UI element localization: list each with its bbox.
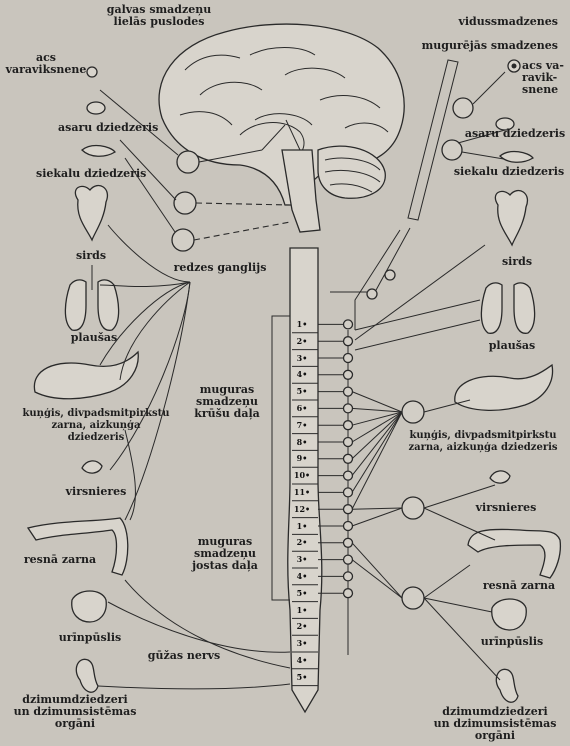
chain-ganglion (344, 454, 353, 463)
label-iris-right: acs va-ravik-snene (522, 60, 568, 96)
label-adrenal-left: virsnieres (56, 486, 136, 498)
chain-ganglion (344, 370, 353, 379)
label-heart-right: sirds (492, 256, 542, 268)
label-colon-right: resnā zarna (474, 580, 564, 592)
vertebra-number: 5• (293, 588, 311, 598)
vertebra-number: 7• (293, 420, 311, 430)
chain-connections (318, 324, 402, 598)
vertebra-number: 9• (293, 453, 311, 463)
vertebra-number: 11• (293, 487, 311, 497)
label-medulla: mugurējās smadzenes (410, 40, 558, 52)
vertebra-number: 10• (293, 470, 311, 480)
label-salivary-left: siekalu dziedzeris (36, 168, 146, 180)
label-bladder-right: urīnpūslis (474, 636, 550, 648)
label-ganglia: redzes ganglijs (160, 262, 280, 274)
splanchnic-line (352, 543, 402, 598)
chain-ganglion (344, 471, 353, 480)
vertebra-number: 1• (293, 319, 311, 329)
label-midbrain: vidussmadzenes (440, 16, 558, 28)
chain-ganglion (344, 337, 353, 346)
sympathetic-chain (344, 320, 353, 655)
label-salivary-right: siekalu dziedzeris (450, 166, 568, 178)
chain-ganglion (344, 438, 353, 447)
chain-ganglion (344, 572, 353, 581)
chain-ganglion (344, 320, 353, 329)
chain-ganglion (344, 555, 353, 564)
vertebra-number: 2• (293, 537, 311, 547)
chain-ganglion (344, 354, 353, 363)
label-colon-left: resnā zarna (20, 554, 100, 566)
vertebra-number: 8• (293, 437, 311, 447)
chain-ganglion (344, 488, 353, 497)
vertebra-number: 5• (293, 386, 311, 396)
chain-ganglion (344, 404, 353, 413)
vertebra-number: 4• (293, 571, 311, 581)
vertebra-number: 3• (293, 353, 311, 363)
vertebra-number: 1• (293, 605, 311, 615)
right-organs (455, 60, 561, 702)
splanchnic-line (352, 560, 402, 598)
label-lungs-right: plaušas (482, 340, 542, 352)
label-bladder-left: urīnpūslis (52, 632, 128, 644)
chain-ganglion (344, 522, 353, 531)
label-heart-left: sirds (66, 250, 116, 262)
vertebra-number: 3• (293, 554, 311, 564)
chain-ganglion (344, 421, 353, 430)
left-fibres (98, 225, 290, 689)
chain-ganglion (344, 505, 353, 514)
chain-ganglion (344, 538, 353, 547)
vertebra-number: 4• (293, 655, 311, 665)
right-fibres (355, 245, 500, 680)
splanchnic-line (352, 508, 402, 526)
vertebra-number: 1• (293, 521, 311, 531)
chain-ganglion (344, 589, 353, 598)
label-adrenal-right: virsnieres (466, 502, 546, 514)
label-lungs-left: plaušas (64, 332, 124, 344)
vertebra-number: 12• (293, 504, 311, 514)
vertebra-number: 2• (293, 621, 311, 631)
left-organs (28, 67, 138, 692)
label-lacrimal-left: asaru dziedzeris (58, 122, 158, 134)
vertebra-number: 5• (293, 672, 311, 682)
vertebra-number: 3• (293, 638, 311, 648)
vertebra-number: 6• (293, 403, 311, 413)
vertebra-number: 4• (293, 369, 311, 379)
label-lacrimal-right: asaru dziedzeris (460, 128, 570, 140)
vertebra-number: 2• (293, 336, 311, 346)
splanchnic-line (352, 412, 402, 476)
splanchnic-line (352, 508, 402, 509)
label-pelvic-nerve: gūžas nervs (144, 650, 224, 662)
chain-ganglion (344, 387, 353, 396)
